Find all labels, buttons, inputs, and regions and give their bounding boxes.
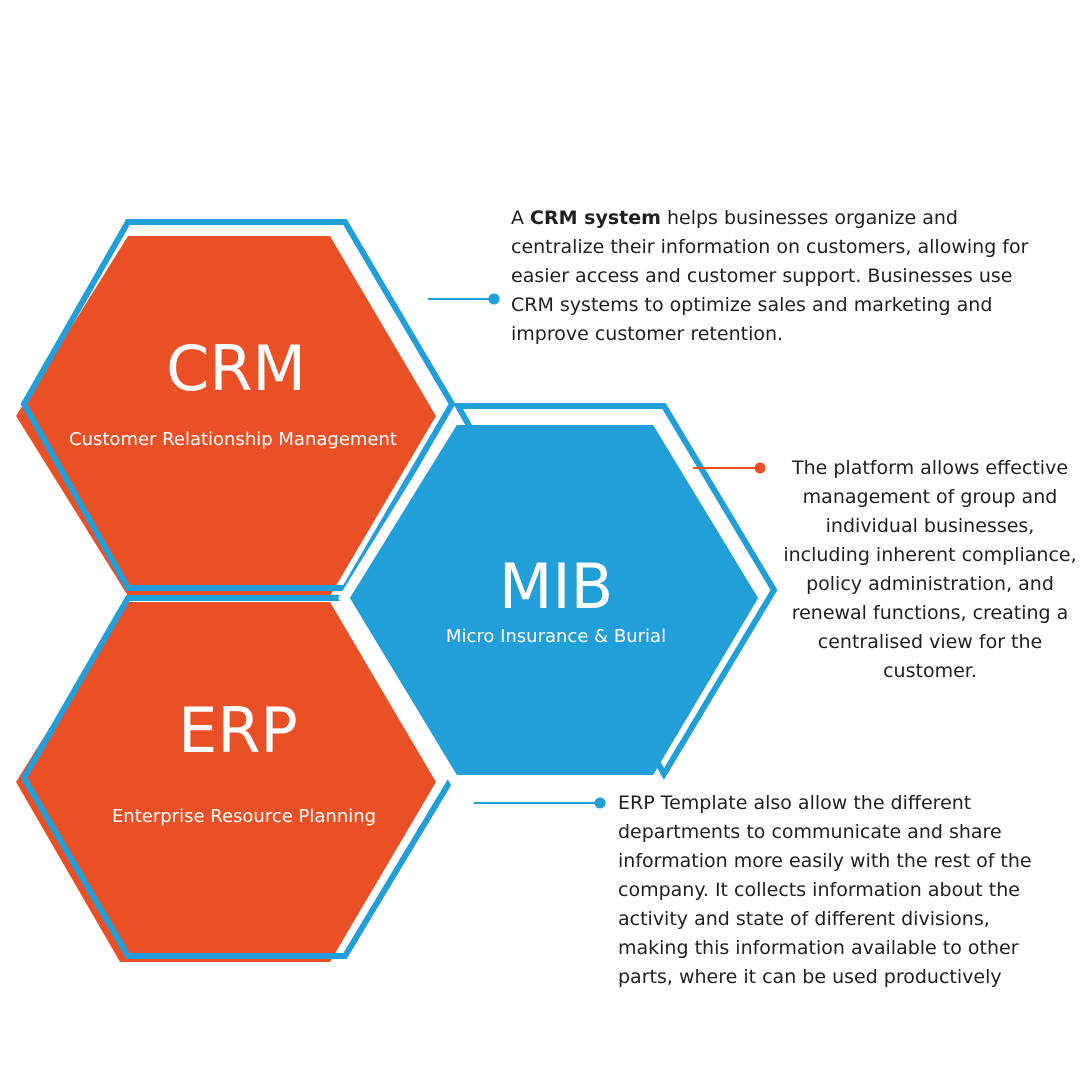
mib-title: MIB xyxy=(498,550,614,623)
mib-connector-dot xyxy=(754,462,766,474)
mib-hexagon-outline xyxy=(452,403,778,780)
erp-title: ERP xyxy=(178,694,298,767)
crm-subtitle: Customer Relationship Management xyxy=(69,429,397,450)
erp-description: ERP Template also allow the different de… xyxy=(618,792,1032,988)
crm-description-prefix: A xyxy=(511,207,531,229)
mib-subtitle: Micro Insurance & Burial xyxy=(445,626,667,647)
crm-description: A CRM system helps businesses organize a… xyxy=(511,204,1056,349)
mib-hexagon-fill xyxy=(338,415,770,785)
erp-connector-dot xyxy=(594,797,606,809)
crm-description-rest: helps businesses organize and centralize… xyxy=(511,207,1029,345)
erp-connector xyxy=(474,797,606,809)
crm-hexagon-fill xyxy=(16,236,436,596)
mib-connector xyxy=(693,462,766,474)
erp-hexagon-fill xyxy=(16,602,436,962)
mib-description: The platform allows effective management… xyxy=(783,457,1077,682)
erp-subtitle: Enterprise Resource Planning xyxy=(111,806,377,827)
crm-title: CRM xyxy=(166,332,306,405)
crm-description-bold: CRM system xyxy=(530,207,661,229)
crm-connector-dot xyxy=(488,293,500,305)
crm-connector xyxy=(428,293,500,305)
mib-hexagon xyxy=(338,403,778,785)
